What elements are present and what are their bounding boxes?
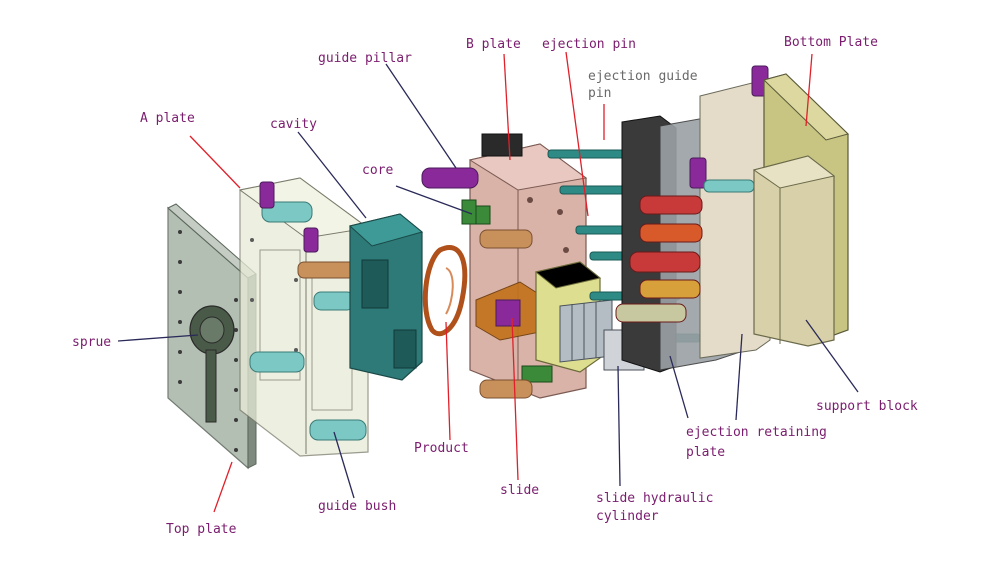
support-block: [752, 155, 836, 347]
product: [422, 245, 468, 337]
label-sprue: sprue: [72, 335, 111, 350]
guide-bush: [249, 201, 367, 441]
label-product: Product: [414, 441, 469, 456]
label-core: core: [362, 163, 393, 178]
label-support-block: support block: [816, 399, 918, 414]
label-ejection-retaining-plate-line1: ejection retaining: [686, 425, 827, 440]
labels: Top plate sprue A plate cavity guide bus…: [72, 35, 918, 537]
label-bottom-plate: Bottom Plate: [784, 35, 878, 50]
label-guide-bush: guide bush: [318, 499, 396, 514]
sprue: [189, 305, 235, 423]
b-plate-mechanism: [475, 281, 549, 341]
label-slide: slide: [500, 483, 539, 498]
guide-pillar: [421, 167, 533, 399]
label-top-plate: Top plate: [166, 522, 237, 537]
label-cavity: cavity: [270, 117, 317, 132]
label-b-plate: B plate: [466, 37, 521, 52]
label-slide-hydraulic-cylinder-line2: cylinder: [596, 509, 659, 524]
label-ejection-guide-pin-line2: pin: [588, 86, 611, 101]
ejector-sleeves: [615, 195, 703, 323]
a-plate-pillar-caps: [259, 181, 319, 253]
core: [461, 199, 553, 383]
leader-lines: [117, 51, 859, 513]
label-a-plate: A plate: [140, 111, 195, 126]
label-ejection-guide-pin-line1: ejection guide: [588, 69, 698, 84]
label-ejection-pin: ejection pin: [542, 37, 636, 52]
cavity: [348, 213, 424, 381]
label-slide-hydraulic-cylinder-line1: slide hydraulic: [596, 491, 713, 506]
label-guide-pillar: guide pillar: [318, 51, 412, 66]
label-ejection-retaining-plate-line2: plate: [686, 445, 725, 460]
